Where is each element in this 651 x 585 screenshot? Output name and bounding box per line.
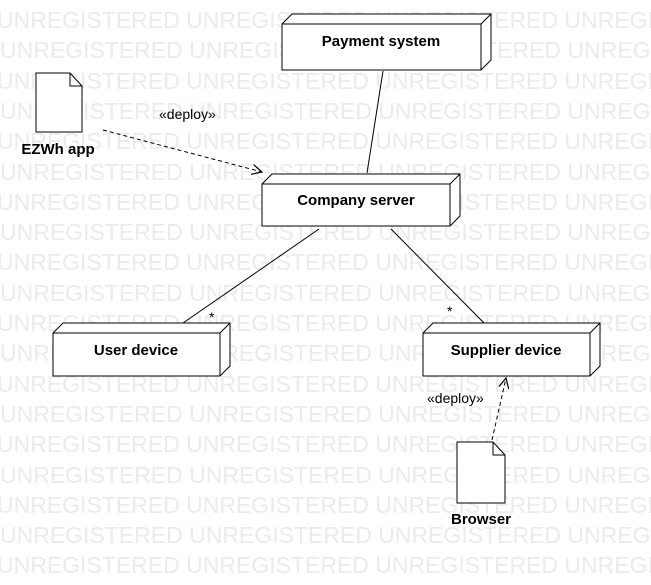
ezwh-app-artifact[interactable]: EZWh app [21, 72, 95, 158]
deploy-app-stereotype: «deploy» [159, 106, 216, 122]
supplier-device-node[interactable]: Supplier device [422, 322, 601, 377]
deploy-browser-arrow [491, 378, 506, 441]
deploy-browser-stereotype: «deploy» [427, 390, 484, 406]
ezwh-app-label: EZWh app [21, 141, 94, 158]
payment-system-label: Payment system [322, 33, 440, 50]
user-multiplicity: * [209, 309, 215, 325]
payment-server-link [366, 70, 384, 174]
supplier-device-label: Supplier device [451, 342, 562, 359]
user-device-node[interactable]: User device [52, 322, 231, 377]
browser-label: Browser [451, 511, 511, 528]
company-server-node[interactable]: Company server [261, 173, 461, 227]
server-user-link [182, 228, 320, 324]
payment-system-node[interactable]: Payment system [281, 13, 492, 71]
browser-artifact[interactable]: Browser [451, 441, 511, 528]
server-supplier-link [390, 228, 485, 324]
file-icon [456, 441, 506, 504]
supplier-multiplicity: * [447, 303, 453, 319]
company-server-label: Company server [297, 192, 415, 209]
file-icon [35, 72, 83, 133]
deploy-app-arrow [102, 129, 262, 172]
user-device-label: User device [94, 342, 178, 359]
